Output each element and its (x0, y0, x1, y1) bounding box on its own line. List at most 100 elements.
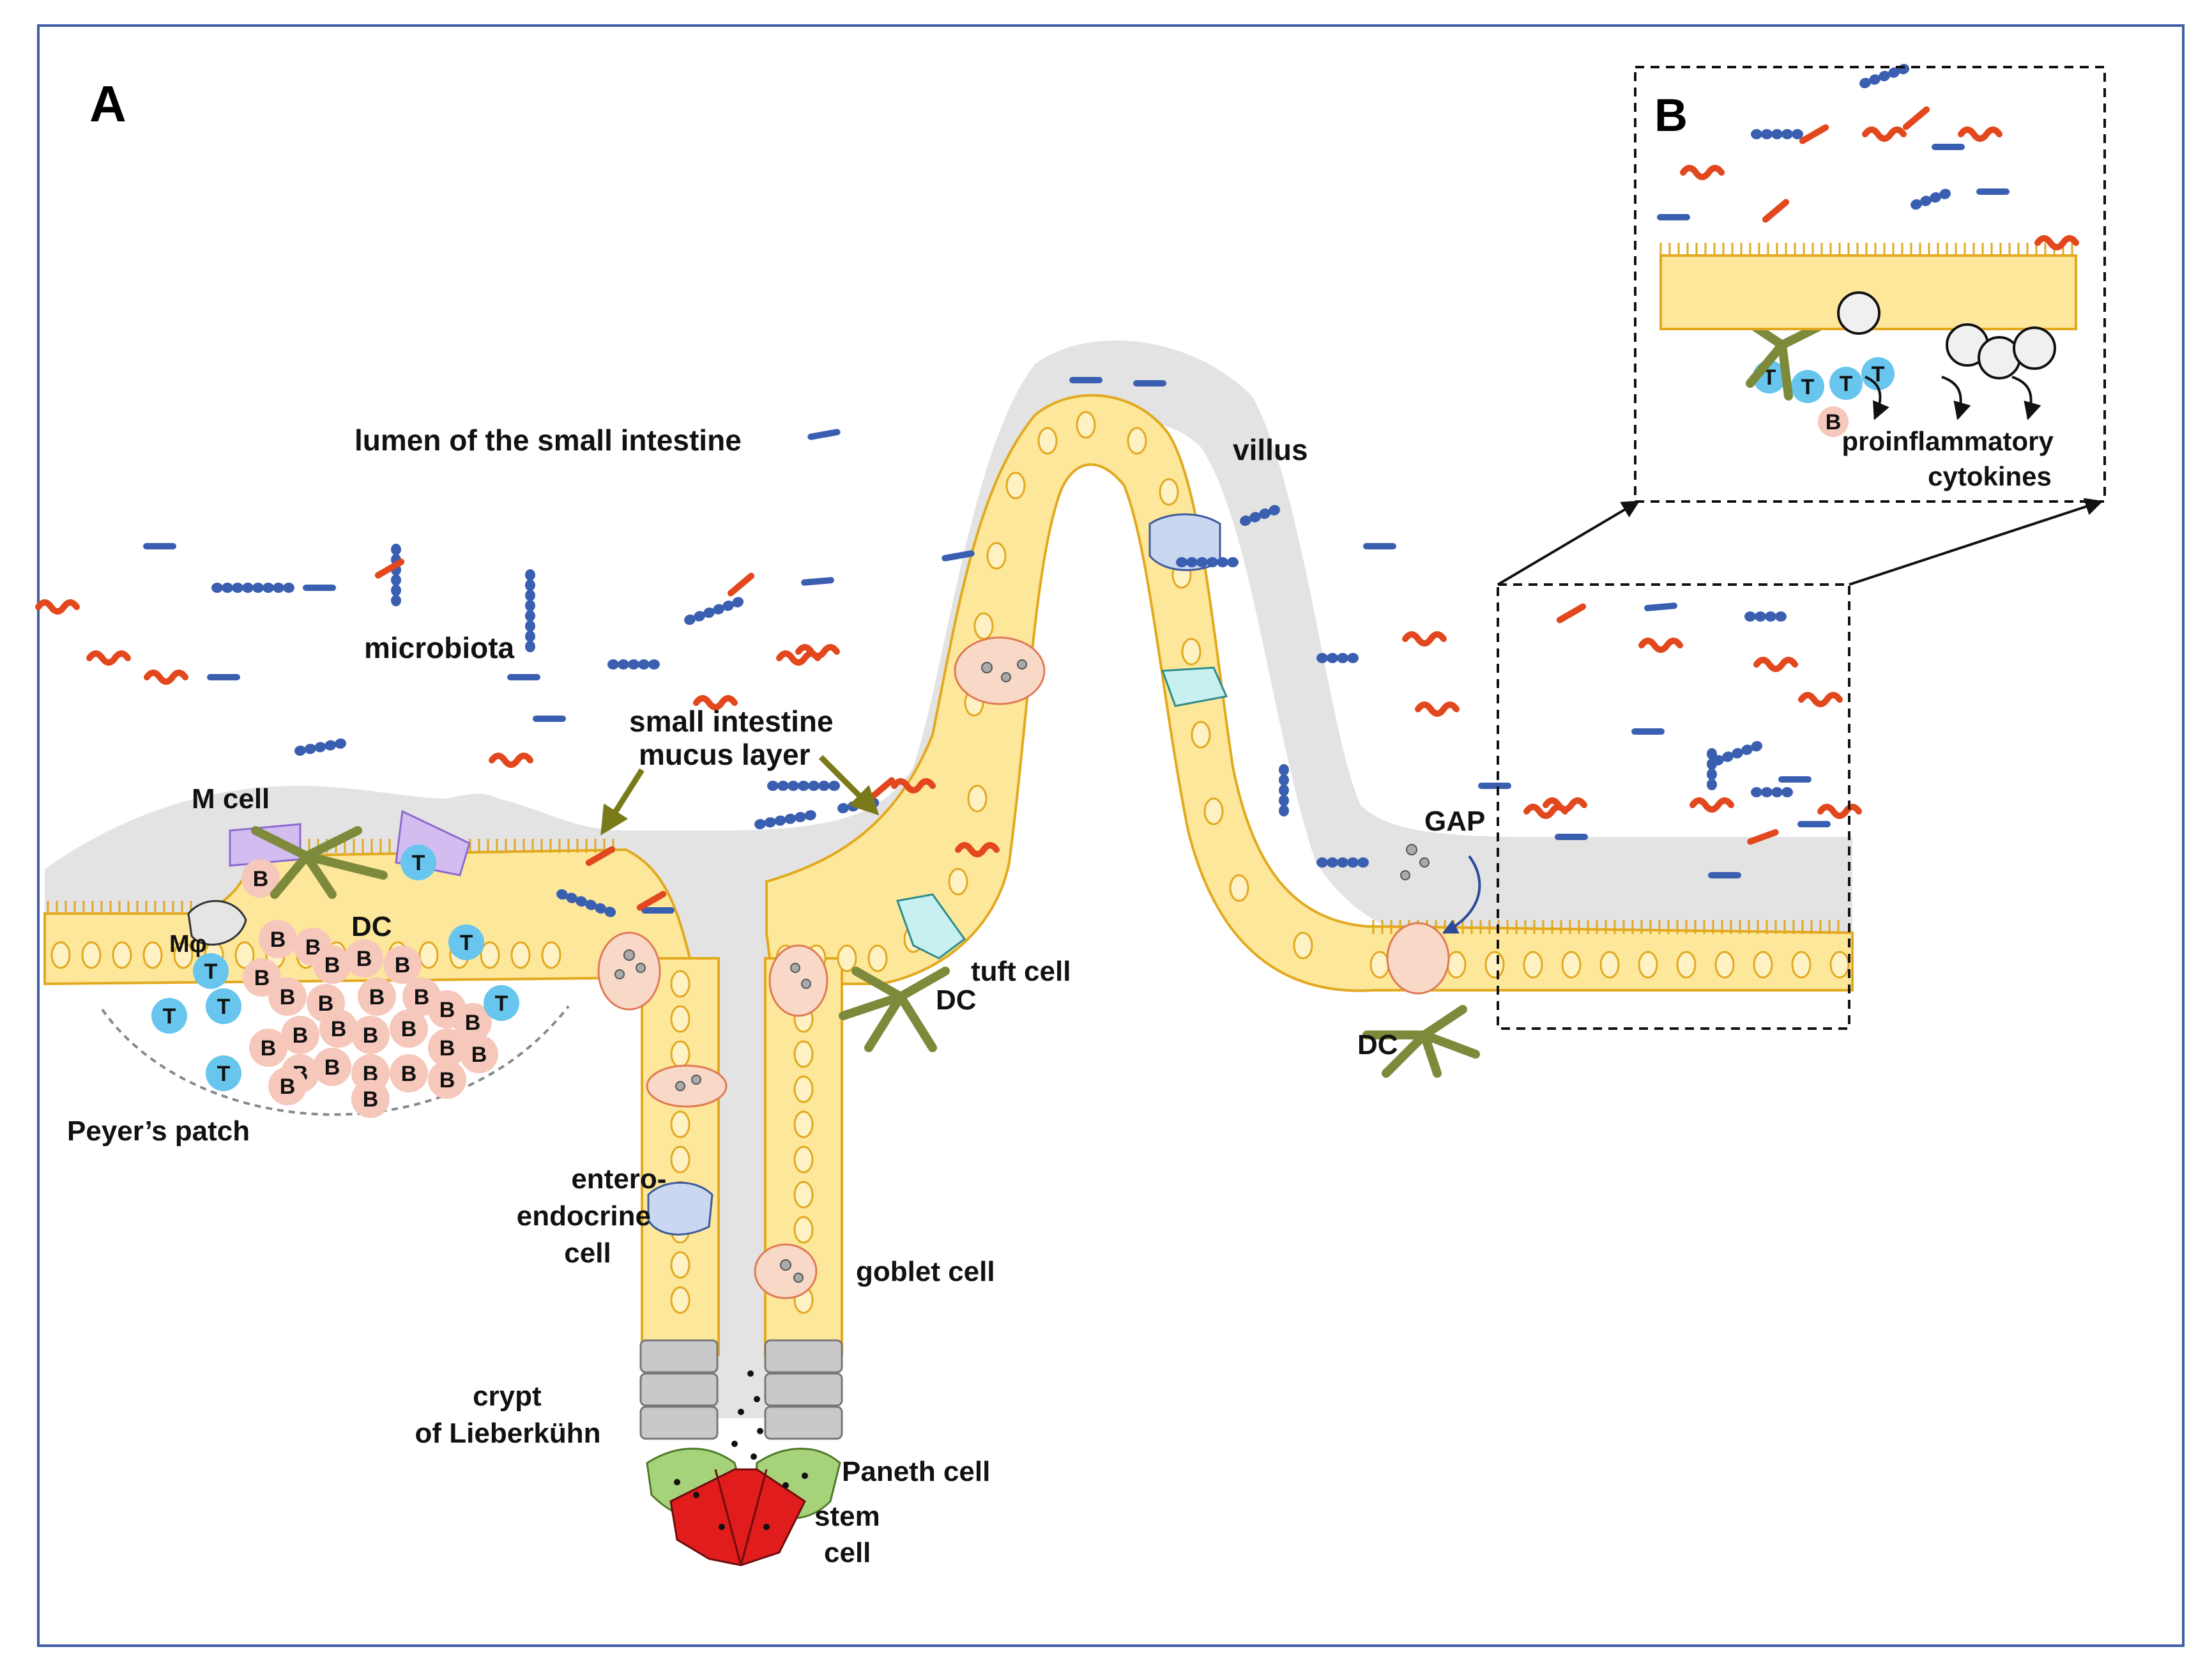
bacterium (1478, 783, 1511, 789)
nucleus (793, 1040, 814, 1068)
svg-text:T: T (1872, 362, 1885, 387)
nucleus (1599, 951, 1620, 979)
label-mucus-layer: small intestine mucus layer (629, 705, 841, 771)
svg-text:B: B (439, 1068, 455, 1092)
nucleus (1159, 478, 1179, 506)
nucleus (112, 941, 132, 969)
bacterium (1751, 787, 1793, 797)
nucleus (1293, 931, 1313, 960)
bacterium (303, 585, 336, 591)
label-tuft-cell: tuft cell (971, 956, 1071, 987)
bacterium (1240, 505, 1280, 526)
bacterium (1707, 748, 1717, 790)
nucleus (1076, 411, 1096, 439)
svg-text:T: T (217, 1062, 231, 1086)
label-dc-crypt: DC (936, 984, 977, 1016)
bacterium (1799, 124, 1829, 144)
bacterium (1069, 377, 1102, 383)
label-villus: villus (1233, 433, 1308, 466)
svg-text:B: B (414, 985, 430, 1009)
b-cell: B (428, 1029, 466, 1067)
label-enteroendocrine: entero- endocrine cell (517, 1163, 675, 1269)
b-cell: B (345, 939, 383, 977)
figure-frame (37, 24, 2185, 1647)
panel-a-label: A (89, 75, 126, 132)
bacterium (754, 810, 816, 830)
nucleus (1829, 951, 1850, 979)
b-cell: B (313, 1048, 351, 1086)
bacterium (641, 907, 675, 914)
macrophage (187, 900, 247, 946)
b-cell: B (268, 1067, 307, 1105)
bacterium (1712, 740, 1763, 766)
b-cell: B (383, 946, 422, 984)
svg-text:T: T (204, 960, 218, 984)
bacterium (891, 778, 936, 793)
nucleus (670, 1040, 690, 1068)
svg-text:T: T (1763, 365, 1776, 390)
t-cell: T (206, 1055, 241, 1091)
gap-arrow (1442, 855, 1481, 934)
bacterium (955, 842, 1000, 857)
b-cell: B (358, 977, 396, 1016)
nucleus (50, 941, 71, 969)
svg-text:B: B (254, 966, 270, 990)
label-goblet-cell: goblet cell (856, 1256, 995, 1287)
inset-b-cytotoxic-cells (1837, 291, 2056, 379)
svg-text:T: T (1801, 375, 1815, 399)
bacterium (391, 544, 401, 606)
goblet-granules (614, 659, 1430, 1283)
nucleus (418, 941, 439, 969)
bacterium (1976, 188, 2010, 195)
bacterium (1958, 126, 2002, 142)
bacterium (684, 597, 744, 625)
inset-b-cytokine-arrows (1865, 376, 2041, 420)
t-cell: T (206, 988, 241, 1024)
nucleus (670, 1110, 690, 1138)
svg-text:B: B (439, 998, 455, 1022)
bacterium (1279, 764, 1289, 816)
label-lumen: lumen of the small intestine (355, 424, 742, 457)
label-proinflammatory-cytokines: proinflammatory cytokines (1842, 426, 2061, 491)
nucleus (81, 941, 102, 969)
svg-text:B: B (261, 1036, 277, 1061)
b-cell: B (460, 1035, 498, 1073)
label-gap: GAP (1424, 806, 1485, 837)
nucleus (793, 1075, 814, 1103)
bacterium (607, 659, 660, 670)
bacterium (1543, 797, 1587, 813)
bacterium (1862, 126, 1907, 142)
nucleus (1037, 427, 1058, 455)
svg-text:B: B (1826, 410, 1842, 434)
nucleus (1714, 951, 1735, 979)
label-stem-cell: stem cell (814, 1501, 888, 1568)
t-cell: T (484, 985, 519, 1021)
label-microbiota: microbiota (364, 631, 515, 664)
b-cell: B (319, 1009, 358, 1048)
bacterium (727, 572, 755, 597)
svg-text:B: B (363, 1087, 379, 1112)
bacterium (1753, 657, 1798, 672)
svg-text:B: B (280, 985, 296, 1009)
bacterium (1817, 804, 1862, 819)
nucleus (1127, 427, 1147, 455)
bacterium (1644, 602, 1677, 611)
nucleus (1638, 951, 1658, 979)
epithelium-villus (765, 394, 1854, 992)
nucleus (793, 1110, 814, 1138)
svg-text:B: B (253, 867, 269, 891)
svg-text:B: B (270, 928, 286, 952)
bacterium (533, 716, 566, 722)
dendritic-cells (251, 315, 1825, 1078)
svg-text:B: B (401, 1062, 417, 1086)
svg-text:B: B (439, 1036, 455, 1061)
bacterium (1902, 106, 1930, 130)
bacterium (1638, 638, 1683, 653)
bacterium (1762, 199, 1790, 223)
b-cell: B (313, 946, 351, 984)
nucleus (1181, 638, 1201, 666)
nucleus (867, 944, 888, 972)
nucleus (1791, 951, 1812, 979)
nucleus (173, 941, 194, 969)
